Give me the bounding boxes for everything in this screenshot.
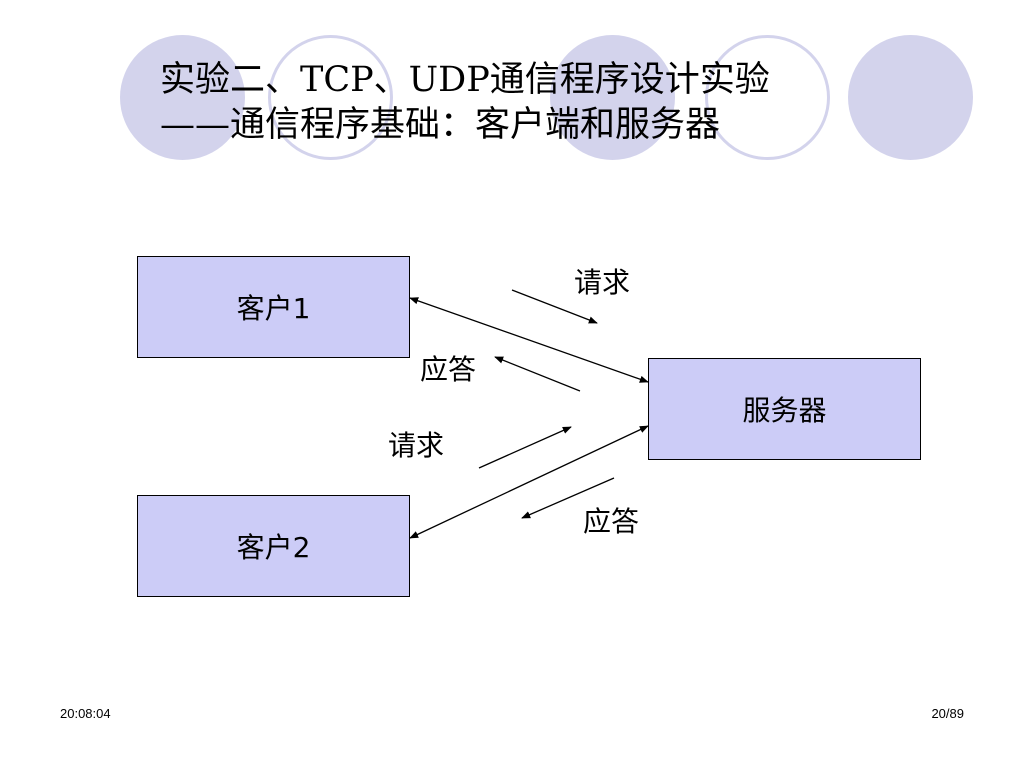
decorative-circle	[848, 35, 973, 160]
client-1-label: 客户1	[236, 292, 311, 325]
client2-response-arrow	[521, 477, 615, 519]
decorative-ring	[268, 35, 393, 160]
client2-server-link	[409, 425, 649, 539]
slide-title: 实验二、TCP、UDP通信程序设计实验 ——通信程序基础：客户端和服务器	[160, 58, 860, 148]
client1-request-label: 请求	[574, 266, 631, 299]
client1-request-arrow	[511, 289, 598, 324]
client-2-box: 客户2	[137, 495, 410, 597]
footer-timestamp: 20:08:04	[60, 706, 111, 721]
client1-server-link	[409, 297, 649, 383]
decorative-ring	[705, 35, 830, 160]
title-line-1: 实验二、TCP、UDP通信程序设计实验	[160, 60, 770, 100]
decorative-circle	[550, 35, 675, 160]
client-2-label: 客户2	[236, 531, 311, 564]
client1-response-arrow	[494, 356, 581, 392]
client2-request-label: 请求	[388, 429, 445, 462]
client2-request-arrow	[478, 426, 572, 469]
decorative-circle	[120, 35, 245, 160]
footer-page-number: 20/89	[931, 706, 964, 721]
server-label: 服务器	[742, 394, 827, 427]
client2-response-label: 应答	[583, 505, 640, 538]
client1-response-label: 应答	[420, 353, 477, 386]
title-line-2: ——通信程序基础：客户端和服务器	[160, 105, 721, 145]
client-1-box: 客户1	[137, 256, 410, 358]
server-box: 服务器	[648, 358, 921, 460]
